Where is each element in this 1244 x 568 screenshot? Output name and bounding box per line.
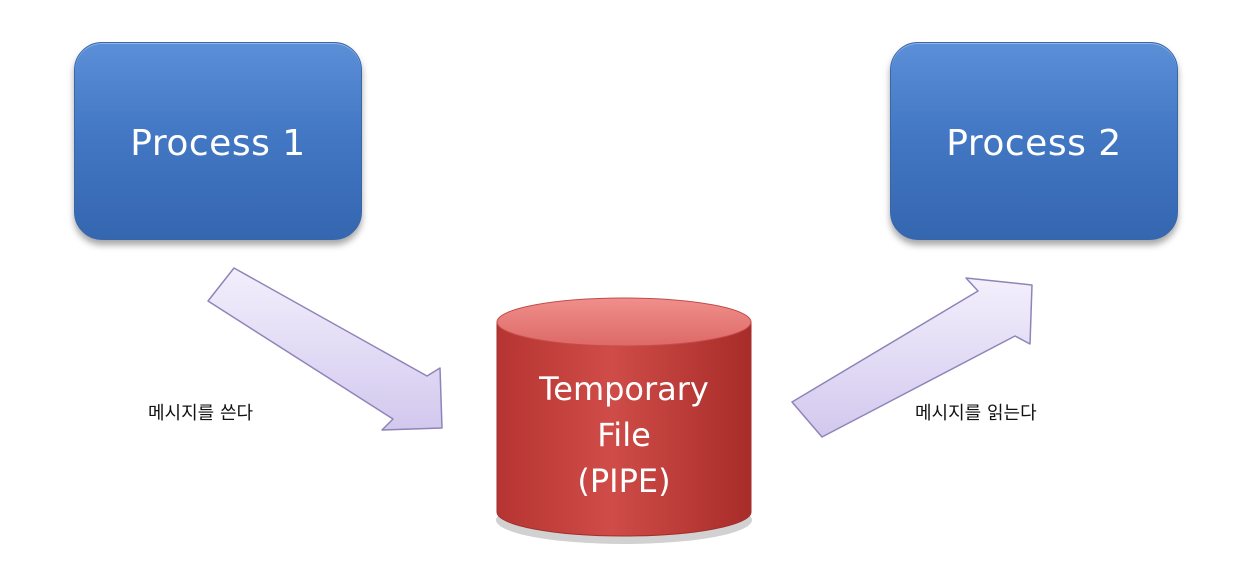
read-arrow xyxy=(791,277,1033,438)
process-2-box: Process 2 xyxy=(890,42,1178,240)
pipe-cylinder-top xyxy=(496,297,752,347)
pipe-label-line-3: (PIPE) xyxy=(577,462,671,500)
process-2-label: Process 2 xyxy=(946,123,1122,164)
pipe-cylinder xyxy=(496,297,752,544)
pipe-label-line-1: Temporary xyxy=(539,370,709,408)
write-message-label: 메시지를 쓴다 xyxy=(148,403,254,424)
write-arrow xyxy=(207,267,443,431)
process-1-box: Process 1 xyxy=(74,42,362,240)
process-1-label: Process 1 xyxy=(130,123,306,164)
read-message-label: 메시지를 읽는다 xyxy=(915,403,1037,424)
pipe-label-line-2: File xyxy=(597,416,651,454)
pipe-cylinder-body xyxy=(496,321,752,537)
